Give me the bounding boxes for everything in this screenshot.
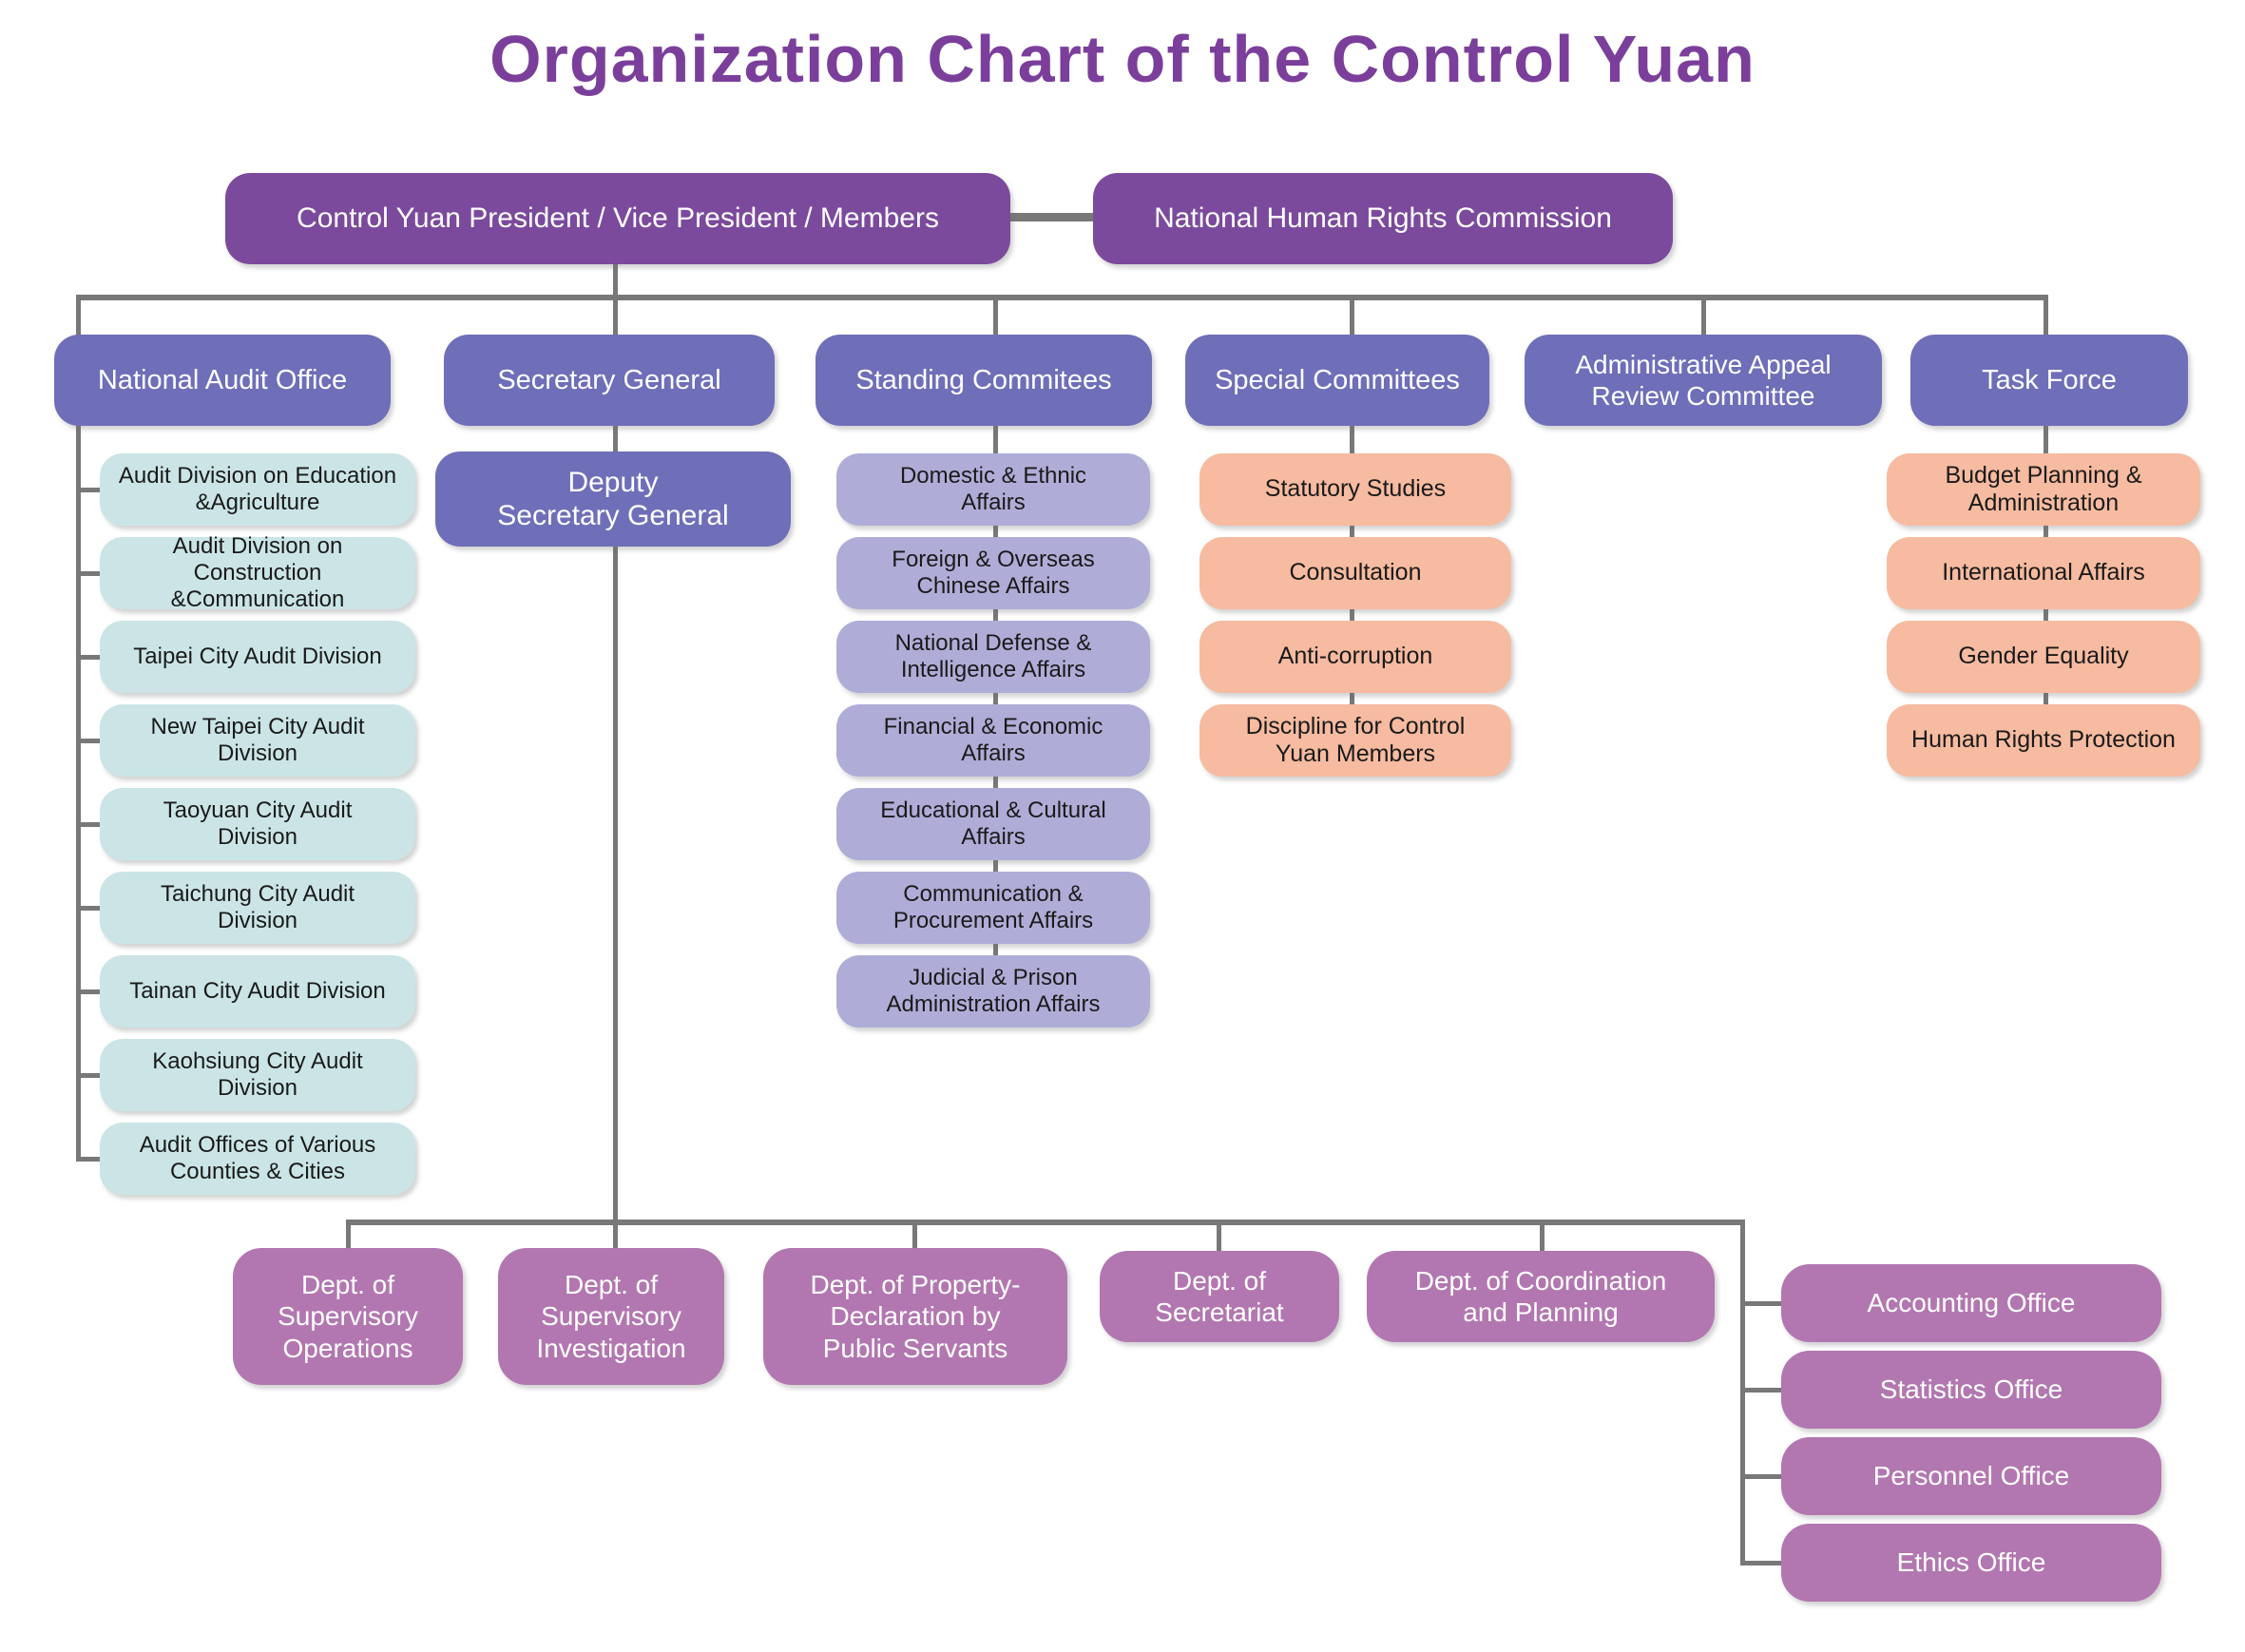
node-deputy-secretary-general: Deputy Secretary General — [435, 451, 791, 547]
node-standing-committee: Foreign & Overseas Chinese Affairs — [836, 537, 1150, 609]
node-special-committee: Anti-corruption — [1199, 621, 1511, 693]
connector-dept1-stub — [346, 1220, 351, 1251]
node-dept-secretariat: Dept. of Secretariat — [1100, 1251, 1339, 1342]
connector-audit-tick-9 — [76, 1157, 106, 1162]
connector-arc-stub — [1701, 295, 1706, 337]
node-audit-division: Kaohsiung City Audit Division — [100, 1039, 415, 1111]
node-special-committee: Discipline for Control Yuan Members — [1199, 704, 1511, 777]
node-audit-division: Taichung City Audit Division — [100, 872, 415, 944]
node-standing-committee: National Defense & Intelligence Affairs — [836, 621, 1150, 693]
node-national-audit-office: National Audit Office — [54, 335, 391, 426]
node-standing-committees: Standing Commitees — [815, 335, 1152, 426]
connector-dept4-stub — [1217, 1220, 1221, 1254]
node-audit-division: Tainan City Audit Division — [100, 955, 415, 1028]
connector-dept3-stub — [912, 1220, 917, 1251]
connector-president-down — [613, 264, 618, 298]
node-special-committee: Consultation — [1199, 537, 1511, 609]
node-task-force-item: Human Rights Protection — [1887, 704, 2200, 777]
connector-bottom-spine — [346, 1220, 1745, 1225]
connector-secretary-line — [613, 295, 618, 1250]
node-personnel-office: Personnel Office — [1781, 1437, 2161, 1515]
node-audit-division: Taoyuan City Audit Division — [100, 788, 415, 860]
connector-dept5-stub — [1540, 1220, 1545, 1254]
node-president: Control Yuan President / Vice President … — [225, 173, 1010, 264]
node-accounting-office: Accounting Office — [1781, 1264, 2161, 1342]
node-task-force: Task Force — [1910, 335, 2188, 426]
node-dept-property-declaration: Dept. of Property- Declaration by Public… — [763, 1248, 1067, 1385]
connector-audit-spine — [76, 295, 81, 1159]
node-standing-committee: Financial & Economic Affairs — [836, 704, 1150, 777]
connector-audit-tick-4 — [76, 739, 106, 743]
connector-audit-tick-6 — [76, 906, 106, 911]
node-audit-division: Audit Offices of Various Counties & Citi… — [100, 1123, 415, 1195]
connector-office-tick-2 — [1740, 1388, 1782, 1393]
node-standing-committee: Domestic & Ethnic Affairs — [836, 453, 1150, 526]
node-special-committee: Statutory Studies — [1199, 453, 1511, 526]
node-task-force-item: Gender Equality — [1887, 621, 2200, 693]
connector-audit-tick-1 — [76, 488, 106, 492]
node-special-committees: Special Committees — [1185, 335, 1489, 426]
node-human-rights-commission: National Human Rights Commission — [1093, 173, 1673, 264]
connector-audit-tick-5 — [76, 822, 106, 827]
node-audit-division: Audit Division on Education &Agriculture — [100, 453, 415, 526]
connector-audit-tick-7 — [76, 989, 106, 994]
connector-president-nhrc — [1010, 213, 1093, 221]
connector-audit-tick-8 — [76, 1073, 106, 1078]
node-task-force-item: Budget Planning & Administration — [1887, 453, 2200, 526]
connector-office-tick-1 — [1740, 1301, 1782, 1306]
connector-office-tick-3 — [1740, 1474, 1782, 1479]
node-dept-supervisory-operations: Dept. of Supervisory Operations — [233, 1248, 463, 1385]
page-title: Organization Chart of the Control Yuan — [489, 22, 1756, 96]
node-admin-appeal-review-committee: Administrative Appeal Review Committee — [1525, 335, 1882, 426]
node-standing-committee: Judicial & Prison Administration Affairs — [836, 955, 1150, 1028]
connector-office-tick-4 — [1740, 1561, 1782, 1566]
connector-audit-tick-2 — [76, 571, 106, 576]
node-audit-division: New Taipei City Audit Division — [100, 704, 415, 777]
node-audit-division: Audit Division on Construction &Communic… — [100, 533, 415, 612]
node-dept-coordination-planning: Dept. of Coordination and Planning — [1367, 1251, 1715, 1342]
node-ethics-office: Ethics Office — [1781, 1524, 2161, 1602]
connector-top-spine — [76, 295, 2045, 300]
node-dept-supervisory-investigation: Dept. of Supervisory Investigation — [498, 1248, 724, 1385]
connector-audit-tick-3 — [76, 655, 106, 660]
node-statistics-office: Statistics Office — [1781, 1351, 2161, 1429]
node-standing-committee: Educational & Cultural Affairs — [836, 788, 1150, 860]
node-secretary-general: Secretary General — [444, 335, 775, 426]
node-task-force-item: International Affairs — [1887, 537, 2200, 609]
node-standing-committee: Communication & Procurement Affairs — [836, 872, 1150, 944]
node-audit-division: Taipei City Audit Division — [100, 621, 415, 693]
